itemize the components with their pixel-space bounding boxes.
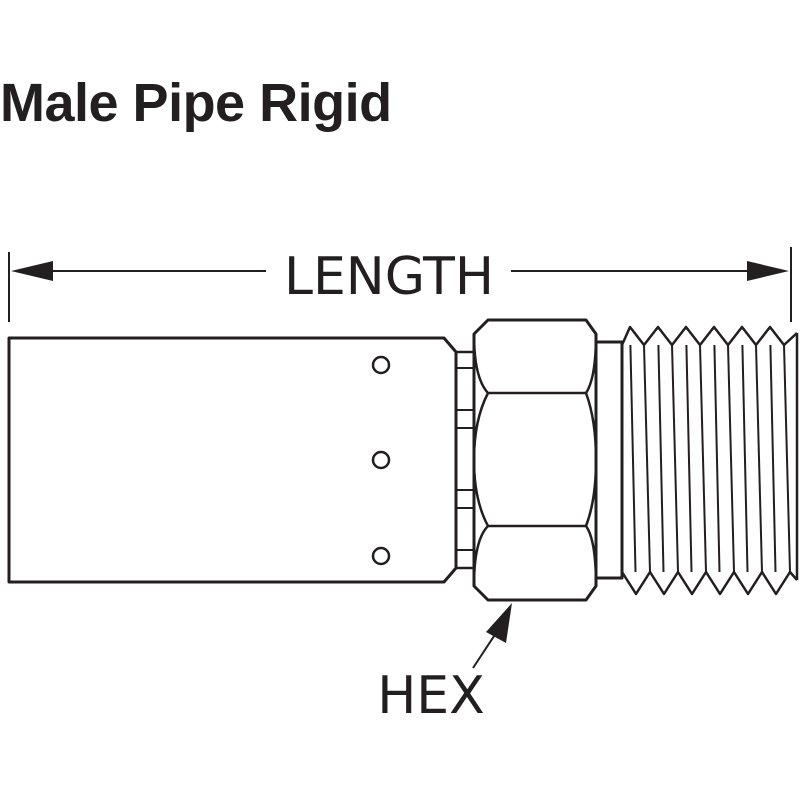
length-label: LENGTH [284,247,494,307]
neck [596,340,624,580]
crimp-hole-middle [371,450,391,470]
length-dimension [8,247,792,322]
hex-nut [472,318,598,602]
length-arrowhead-right [747,261,789,281]
male-pipe-thread [620,325,799,596]
crimp-hole-top [371,355,391,375]
hex-leader [472,603,512,669]
hex-label: HEX [377,666,485,726]
crimp-hole-bottom [371,546,391,566]
length-arrowhead-left [11,261,53,281]
diagram-title: Male Pipe Rigid [0,73,392,133]
collar [456,350,476,570]
